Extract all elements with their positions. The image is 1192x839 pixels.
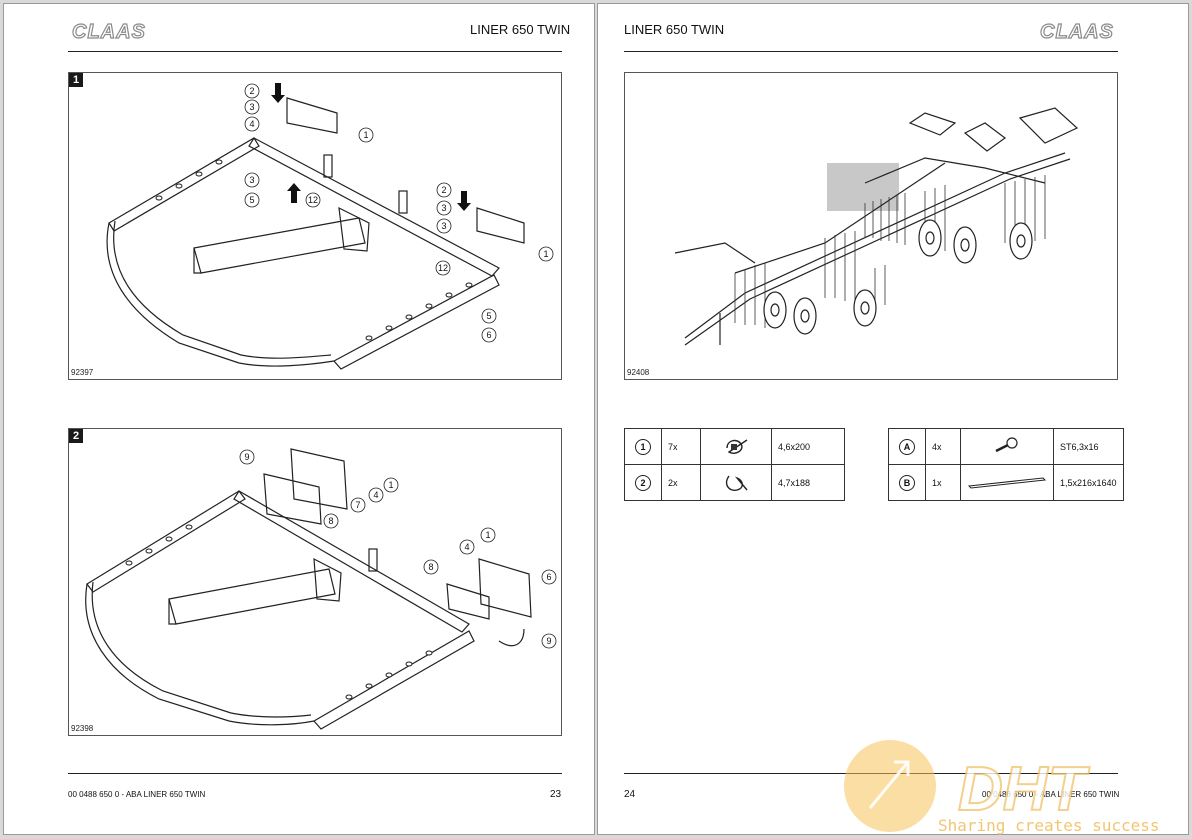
callout-label: 1 bbox=[363, 130, 368, 140]
callout-label: 3 bbox=[249, 102, 254, 112]
callout-label: 8 bbox=[428, 562, 433, 572]
part-qty: 4x bbox=[925, 428, 961, 465]
figure-id: 92397 bbox=[71, 368, 94, 377]
part-qty: 1x bbox=[925, 464, 961, 501]
arrow-up-icon bbox=[287, 183, 301, 203]
watermark-logo: DHT bbox=[958, 755, 1091, 824]
figure-id: 92408 bbox=[627, 368, 650, 377]
part-ref: A bbox=[899, 438, 915, 455]
callout-label: 3 bbox=[441, 203, 446, 213]
machine-figure-frame: 92408 bbox=[624, 72, 1118, 380]
page-number: 24 bbox=[624, 789, 636, 800]
screw-icon bbox=[995, 436, 1018, 452]
figure-id: 92398 bbox=[71, 724, 94, 733]
wheels bbox=[763, 219, 1033, 335]
part-spec: 4,7x188 bbox=[771, 464, 845, 501]
callout-label: 8 bbox=[328, 516, 333, 526]
figure-2-frame: 2 bbox=[68, 428, 562, 736]
bracket-1b bbox=[476, 207, 525, 244]
footer-rule bbox=[68, 773, 562, 774]
callout-label: 1 bbox=[485, 530, 490, 540]
callout-label: 12 bbox=[308, 195, 318, 205]
callout-label: 9 bbox=[244, 452, 249, 462]
part-qty: 2x bbox=[661, 464, 701, 501]
callout-label: 7 bbox=[355, 500, 360, 510]
callout-label: 2 bbox=[441, 185, 446, 195]
cable-tie-loop-icon bbox=[725, 475, 748, 491]
mounting-plate-right bbox=[478, 558, 532, 618]
header-title: LINER 650 TWIN bbox=[624, 22, 725, 37]
callout-label: 12 bbox=[438, 263, 448, 273]
manual-page-left: CLAAS LINER 650 TWIN 1 bbox=[4, 4, 594, 834]
bracket-1 bbox=[286, 97, 338, 134]
arrow-icon bbox=[868, 760, 910, 809]
part-ref: 2 bbox=[635, 474, 651, 491]
parts-table-1: 1 7x 4,6x200 2 2x 4,7x188 bbox=[624, 428, 845, 501]
figure-number: 1 bbox=[69, 73, 83, 87]
header-rule bbox=[68, 51, 562, 52]
part-ref: B bbox=[899, 474, 915, 491]
strip-icon bbox=[967, 476, 1047, 489]
frame-beam-left bbox=[108, 137, 260, 232]
mounting-plate-left bbox=[290, 448, 348, 510]
footer-doc-number: 00 0488 650 0 - ABA LINER 650 TWIN bbox=[982, 790, 1120, 799]
claas-logo: CLAAS bbox=[71, 20, 146, 43]
part-spec: 4,6x200 bbox=[771, 428, 845, 465]
table-row: A 4x ST6,3x16 bbox=[888, 428, 1124, 465]
table-row: 1 7x 4,6x200 bbox=[624, 428, 845, 465]
callout-label: 4 bbox=[249, 119, 254, 129]
figure-1-frame: 1 bbox=[68, 72, 562, 380]
page-number: 23 bbox=[550, 789, 562, 800]
arrow-down-icon bbox=[271, 83, 285, 103]
header-title: LINER 650 TWIN bbox=[470, 22, 571, 37]
drawbar bbox=[193, 217, 366, 274]
callout-label: 5 bbox=[486, 311, 491, 321]
part-qty: 7x bbox=[661, 428, 701, 465]
frame-beam-right bbox=[333, 274, 500, 370]
dht-watermark: DHT bbox=[844, 740, 1092, 832]
part-spec: ST6,3x16 bbox=[1053, 428, 1124, 465]
callout-label: 4 bbox=[373, 490, 378, 500]
callout-label: 2 bbox=[249, 86, 254, 96]
callout-label: 4 bbox=[464, 542, 469, 552]
figure-number: 2 bbox=[69, 429, 83, 443]
callout-label: 3 bbox=[249, 175, 254, 185]
part-spec: 1,5x216x1640 bbox=[1053, 464, 1124, 501]
figure-2-drawing: 9 1 4 7 8 1 4 6 8 9 bbox=[85, 448, 557, 730]
figure-1-drawing: 2 3 4 1 3 5 12 2 3 3 1 12 5 6 bbox=[106, 83, 554, 370]
callout-label: 6 bbox=[546, 572, 551, 582]
parts-table-2: A 4x ST6,3x16 B 1x 1,5x216x1640 bbox=[888, 428, 1124, 501]
table-row: 2 2x 4,7x188 bbox=[624, 464, 845, 501]
callout-label: 1 bbox=[388, 480, 393, 490]
cable-tie-icon bbox=[726, 438, 748, 454]
callout-label: 1 bbox=[543, 249, 548, 259]
header-rule bbox=[624, 51, 1118, 52]
watermark-tagline: Sharing creates success bbox=[938, 816, 1160, 835]
callout-label: 3 bbox=[441, 221, 446, 231]
machine-drawing bbox=[674, 107, 1079, 346]
table-row: B 1x 1,5x216x1640 bbox=[888, 464, 1124, 501]
claas-logo: CLAAS bbox=[1039, 20, 1114, 43]
part-ref: 1 bbox=[635, 438, 651, 455]
frame-tube bbox=[106, 222, 335, 367]
callout-label: 9 bbox=[546, 636, 551, 646]
callout-label: 6 bbox=[486, 330, 491, 340]
manual-page-right: LINER 650 TWIN CLAAS bbox=[598, 4, 1188, 834]
footer-doc-number: 00 0488 650 0 - ABA LINER 650 TWIN bbox=[68, 790, 206, 799]
callout-label: 5 bbox=[249, 195, 254, 205]
